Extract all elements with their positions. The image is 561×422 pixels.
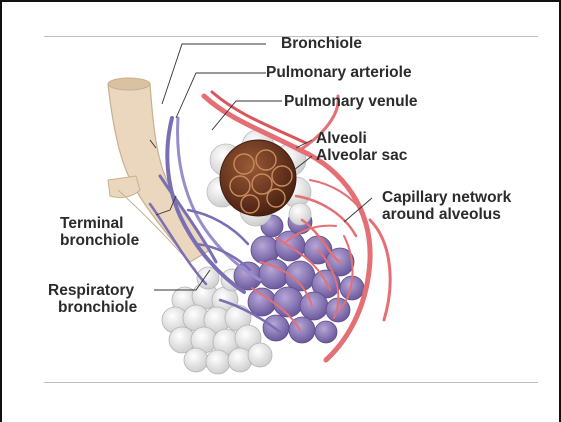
label-pulmonary-arteriole: Pulmonary arteriole — [266, 64, 412, 81]
label-alveoli: Alveoli — [316, 130, 367, 147]
label-terminal-bronchiole-line2: bronchiole — [60, 232, 139, 249]
label-capillary-network-line2: around alveolus — [382, 206, 501, 223]
alveolar-sac — [220, 140, 296, 216]
label-terminal-bronchiole-line1: Terminal — [60, 215, 123, 232]
label-bronchiole: Bronchiole — [281, 35, 362, 52]
label-capillary-network-line1: Capillary network — [382, 189, 511, 206]
label-respiratory-bronchiole-line2: bronchiole — [58, 299, 137, 316]
label-pulmonary-venule: Pulmonary venule — [284, 93, 418, 110]
label-alveolar-sac: Alveolar sac — [316, 147, 407, 164]
label-respiratory-bronchiole-line1: Respiratory — [48, 282, 134, 299]
